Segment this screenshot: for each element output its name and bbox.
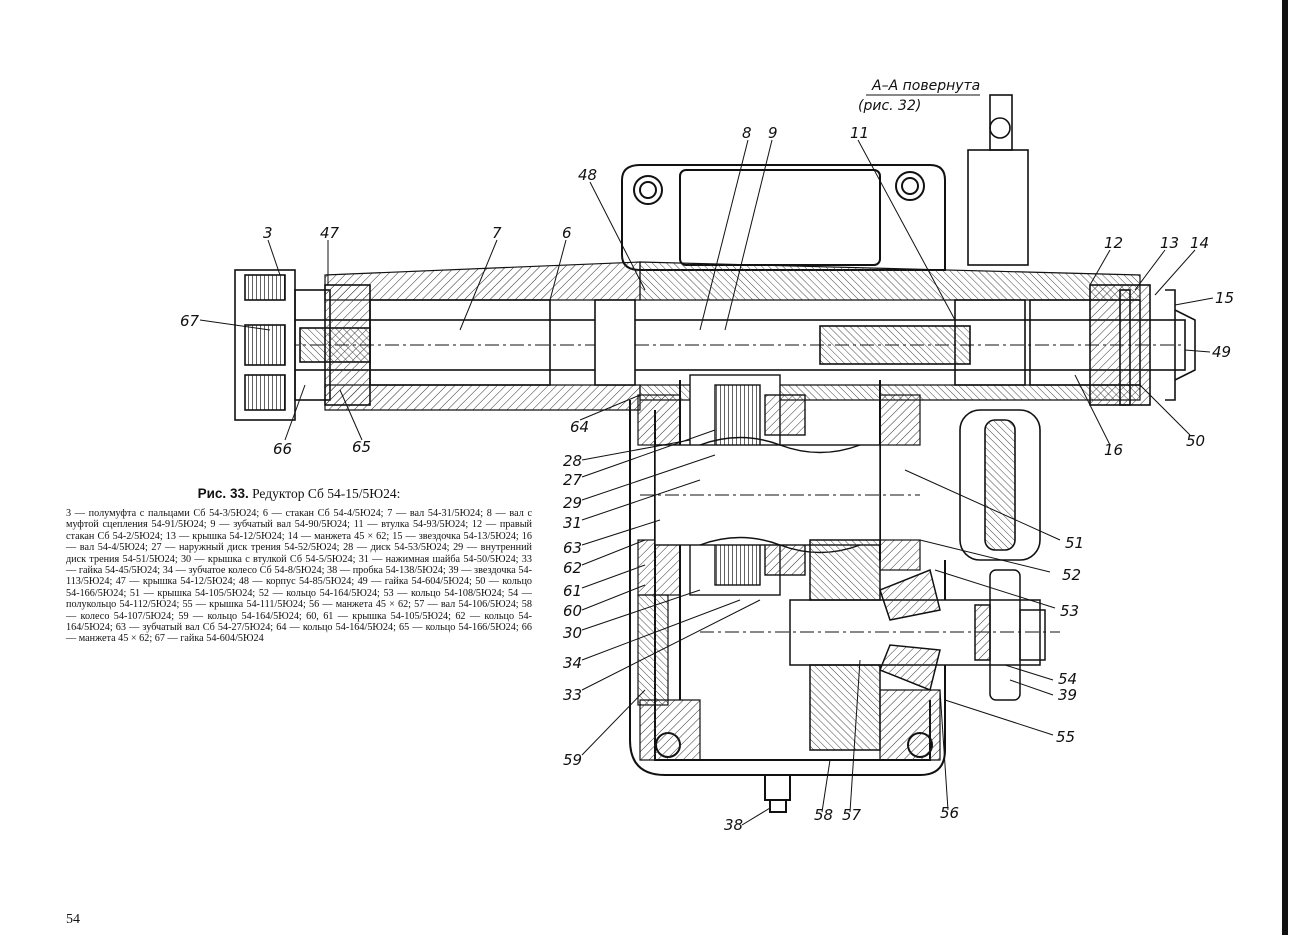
callout-49: 49	[1212, 343, 1231, 361]
callout-66: 66	[273, 440, 292, 458]
callout-8: 8	[742, 124, 752, 142]
output-shaft	[700, 539, 1060, 751]
left-coupling	[234, 269, 371, 421]
bolt-hole	[633, 175, 663, 205]
callout-11: 11	[850, 124, 869, 142]
callout-63: 63	[563, 539, 582, 557]
callout-39: 39	[1058, 686, 1077, 704]
callout-3: 3	[263, 224, 273, 242]
callout-57: 57	[842, 806, 862, 824]
page-edge-bar	[1282, 0, 1288, 935]
callout-62: 62	[563, 559, 582, 577]
callout-65: 65	[352, 438, 371, 456]
callout-9: 9	[768, 124, 778, 142]
callout-12: 12	[1104, 234, 1123, 252]
caption-body: 3 — полумуфта с пальцами Сб 54-3/5Ю24; 6…	[66, 508, 532, 645]
callout-67: 67	[180, 312, 200, 330]
callout-48: 48	[578, 166, 597, 184]
callout-29: 29	[563, 494, 582, 512]
callout-54: 54	[1058, 670, 1077, 688]
callout-38: 38	[724, 816, 743, 834]
callout-56: 56	[940, 804, 959, 822]
callout-7: 7	[492, 224, 502, 242]
callout-59: 59	[563, 751, 582, 769]
callout-31: 31	[563, 514, 582, 532]
callout-53: 53	[1060, 602, 1079, 620]
callout-51: 51	[1065, 534, 1084, 552]
callout-52: 52	[1062, 566, 1081, 584]
caption-title-line: Рис. 33. Редуктор Сб 54-15/5Ю24:	[66, 486, 532, 502]
caption-prefix: Рис. 33.	[197, 486, 249, 501]
leader-lines	[199, 139, 1214, 826]
callout-47: 47	[320, 224, 340, 242]
clutch-pack	[640, 374, 920, 596]
main-shaft	[284, 299, 1186, 386]
callout-labels: 3 47 7 6 48 8 9 11 12 13 14 15 49 67 66 …	[180, 124, 1234, 834]
callout-50: 50	[1186, 432, 1205, 450]
callout-60: 60	[563, 602, 582, 620]
figure-caption: Рис. 33. Редуктор Сб 54-15/5Ю24: 3 — пол…	[66, 486, 532, 645]
callout-61: 61	[563, 582, 582, 600]
section-label-line1: А–А повернута	[871, 78, 980, 94]
page-number: 54	[66, 912, 80, 927]
callout-27: 27	[563, 471, 583, 489]
callout-16: 16	[1104, 441, 1123, 459]
callout-14: 14	[1190, 234, 1209, 252]
callout-55: 55	[1056, 728, 1075, 746]
caption-title: Редуктор Сб 54-15/5Ю24:	[252, 486, 401, 501]
callout-34: 34	[563, 654, 582, 672]
callout-13: 13	[1160, 234, 1179, 252]
callout-30: 30	[563, 624, 582, 642]
callout-28: 28	[563, 452, 582, 470]
section-label-line2: (рис. 32)	[858, 98, 921, 114]
section-label: А–А повернута (рис. 32)	[858, 78, 980, 114]
callout-58: 58	[814, 806, 833, 824]
callout-64: 64	[570, 418, 589, 436]
callout-6: 6	[562, 224, 572, 242]
callout-15: 15	[1215, 289, 1234, 307]
callout-33: 33	[563, 686, 582, 704]
